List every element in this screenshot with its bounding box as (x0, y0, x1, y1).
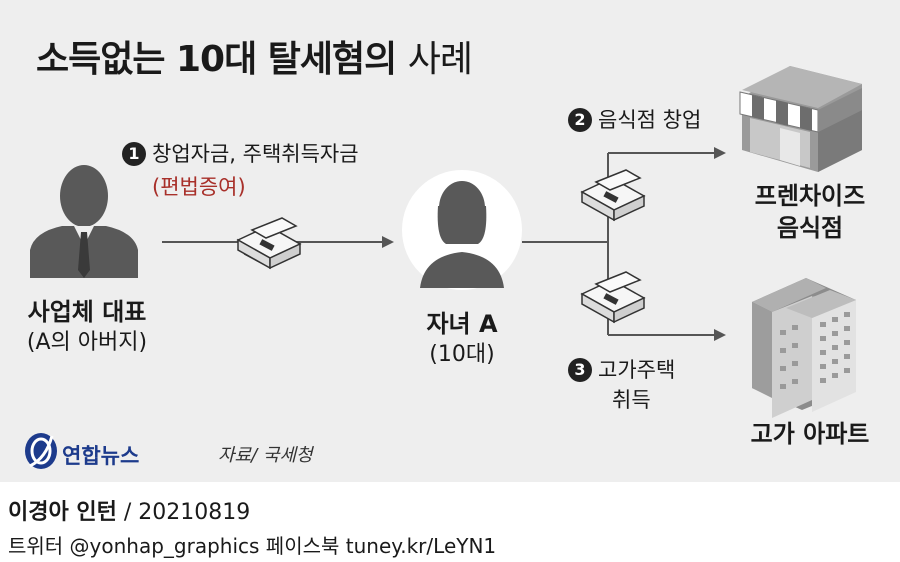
store-icon (739, 66, 862, 172)
credit-author: 이경아 인턴 (8, 500, 117, 525)
step2-text: 음식점 창업 (598, 108, 702, 132)
child-label: 자녀 A (426, 310, 498, 338)
step2-badge: 2 (568, 108, 592, 132)
father-note: (A의 아버지) (26, 330, 148, 355)
step3-text-line2: 취득 (612, 388, 651, 412)
restaurant-label-line1: 프렌차이즈 (754, 182, 866, 210)
title-light: 사례 (407, 39, 473, 80)
child-icon (402, 170, 522, 290)
social-line: 트위터 @yonhap_graphics 페이스북 tuney.kr/LeYN1 (8, 534, 497, 558)
credit-line: 이경아 인턴 / 20210819 (8, 494, 250, 526)
step1-badge: 1 (122, 142, 146, 166)
child-note: (10대) (429, 342, 495, 367)
step1-detail: (편법증여) (152, 175, 246, 199)
money-stack-icon (236, 217, 302, 270)
step3-badge: 3 (568, 358, 592, 382)
logo-text: 연합뉴스 (62, 444, 140, 468)
restaurant-label-line2: 음식점 (776, 214, 844, 242)
page-title: 소득없는 10대 탈세혐의 사례 (36, 30, 473, 82)
yonhap-logo-icon (25, 433, 57, 469)
source-note: 자료/ 국세청 (218, 445, 313, 466)
money-stack-icon (580, 169, 646, 222)
apartment-label: 고가 아파트 (750, 420, 870, 448)
diagram-graphics (25, 66, 862, 469)
step1-text: 창업자금, 주택취득자금 (152, 142, 359, 166)
credit-date: / 20210819 (123, 500, 251, 525)
money-stack-icon (580, 271, 646, 324)
father-label: 사업체 대표 (27, 298, 147, 326)
title-bold: 소득없는 10대 탈세혐의 (36, 39, 397, 80)
step3-text-line1: 고가주택 (598, 358, 676, 382)
apartment-icon (752, 278, 856, 418)
father-icon (30, 165, 138, 278)
